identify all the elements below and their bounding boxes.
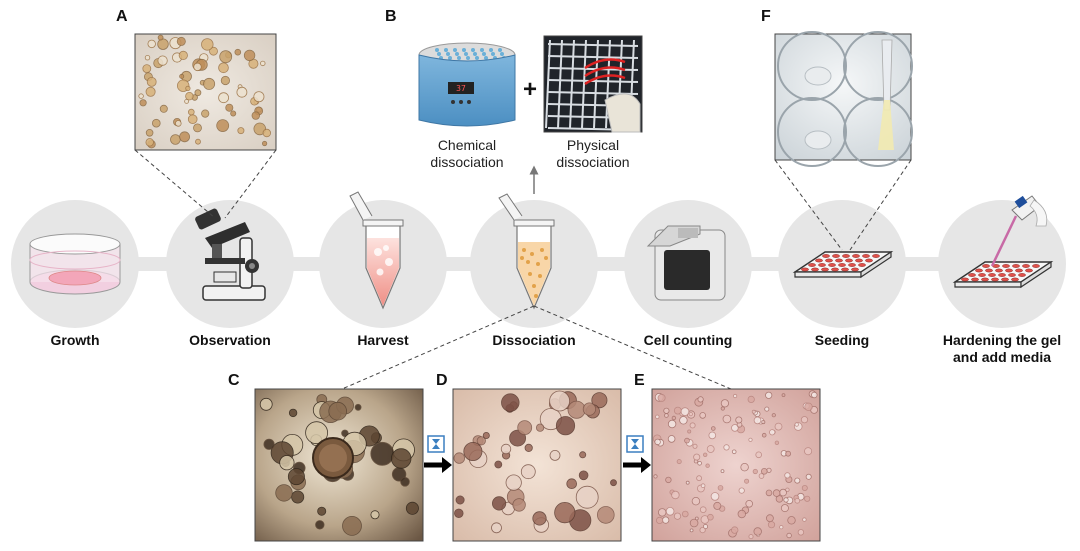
- panel-letter-f: F: [761, 8, 771, 25]
- dashed-connectors: [134, 149, 912, 390]
- microscope-icon: [195, 208, 266, 301]
- cell-counter-icon: [646, 225, 726, 301]
- step-label-cell-counting: Cell counting: [643, 332, 733, 348]
- step-label-dissociation: Dissociation: [492, 332, 576, 348]
- timer-arrow-cd: [424, 435, 452, 473]
- panel-letter-c: C: [228, 372, 240, 389]
- plus-sign: +: [523, 76, 537, 103]
- micrograph-c: [254, 388, 424, 542]
- micrograph-e: [651, 388, 821, 542]
- panel-letter-b: B: [385, 8, 397, 25]
- timer-arrow-de: [623, 435, 651, 473]
- panel-letter-d: D: [436, 372, 448, 389]
- incubator-icon: 37: [418, 42, 516, 127]
- micrograph-a: [134, 33, 277, 151]
- micrograph-d: [452, 388, 622, 542]
- step-label-hardening: Hardening the gel and add media: [942, 332, 1062, 365]
- step-label-observation: Observation: [189, 332, 271, 348]
- dissociation-tube-icon: [498, 193, 555, 310]
- panel-letter-e: E: [634, 372, 645, 389]
- well-plate-pipette-icon: [952, 260, 1054, 289]
- harvest-tube-icon: [349, 191, 404, 310]
- step-label-seeding: Seeding: [814, 332, 870, 348]
- petri-dish-icon: [29, 233, 121, 295]
- incubator-display: 37: [456, 84, 466, 93]
- well-plate-icon: [792, 250, 894, 279]
- physical-dissociation-photo: [543, 35, 643, 133]
- panel-letter-a: A: [116, 8, 128, 25]
- pipette-icon: [990, 195, 1048, 267]
- step-label-harvest: Harvest: [357, 332, 409, 348]
- chemical-dissociation-label: Chemical dissociation: [430, 137, 504, 170]
- seeding-photo: [774, 31, 913, 167]
- physical-dissociation-label: Physical dissociation: [556, 137, 630, 170]
- step-label-growth: Growth: [50, 332, 100, 348]
